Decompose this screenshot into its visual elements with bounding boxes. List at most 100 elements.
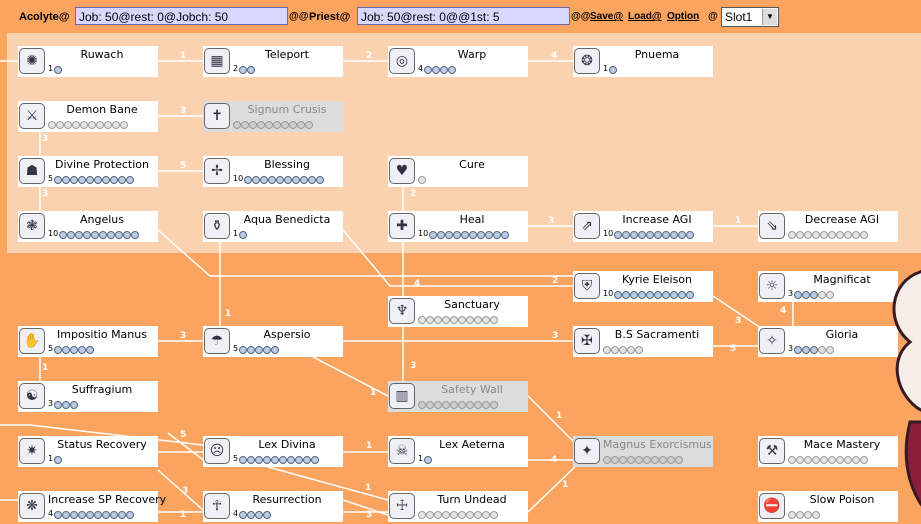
bs-sacramenti-icon: ✠: [574, 328, 600, 354]
load-link[interactable]: Load@: [628, 11, 662, 22]
skill-level-dots[interactable]: [239, 229, 247, 239]
skill-link-required-level: 1: [370, 388, 376, 398]
skill-level-dots[interactable]: [54, 174, 134, 184]
skill-signum-crusis[interactable]: ✝Signum Crusis: [203, 101, 343, 132]
skill-level-dots[interactable]: [239, 454, 319, 464]
skill-level-dots[interactable]: [239, 509, 271, 519]
skill-mace-mastery[interactable]: ⚒Mace Mastery: [758, 436, 898, 467]
skill-level-dots[interactable]: [794, 344, 834, 354]
skill-sanctuary[interactable]: ♆Sanctuary: [388, 296, 528, 327]
skill-link-line: [157, 229, 573, 277]
skill-name: Magnificat: [813, 273, 871, 286]
skill-level: 4: [233, 509, 239, 518]
skill-link-line: [712, 295, 759, 327]
skill-level-dots[interactable]: [788, 509, 820, 519]
skill-bs-sacramenti[interactable]: ✠B.S Sacramenti: [573, 326, 713, 357]
skill-decrease-agi[interactable]: ⇘Decrease AGI: [758, 211, 898, 242]
skill-level-dots[interactable]: [424, 454, 432, 464]
skill-link-required-level: 3: [42, 134, 48, 144]
divine-protection-icon: ☗: [19, 158, 45, 184]
skill-name: Suffragium: [71, 383, 133, 396]
skill-level-dots[interactable]: [233, 119, 313, 129]
top-toolbar: Acolyte@ Job: 50@rest: 0@Jobch: 50 @@ Pr…: [0, 0, 921, 34]
chevron-down-icon[interactable]: ▼: [762, 9, 777, 25]
skill-level-dots[interactable]: [418, 174, 426, 184]
skill-name: Kyrie Eleison: [621, 273, 693, 286]
skill-level-dots[interactable]: [54, 64, 62, 74]
skill-level-dots[interactable]: [609, 64, 617, 74]
skill-link-required-level: 4: [780, 306, 786, 316]
skill-level: 5: [233, 454, 239, 463]
class1-job-field[interactable]: Job: 50@rest: 0@Jobch: 50: [75, 7, 288, 25]
skill-level-dots[interactable]: [239, 344, 279, 354]
class2-job-field[interactable]: Job: 50@rest: 0@@1st: 5: [357, 7, 570, 25]
skill-level-dots[interactable]: [244, 174, 324, 184]
skill-link-required-level: 1: [180, 51, 186, 61]
skill-demon-bane[interactable]: ⚔Demon Bane: [18, 101, 158, 132]
skill-name: Cure: [459, 158, 485, 171]
skill-level-dots[interactable]: [429, 229, 509, 239]
skill-level-dots[interactable]: [603, 344, 643, 354]
resurrection-icon: ☥: [204, 493, 230, 519]
skill-level-dots[interactable]: [418, 314, 498, 324]
skill-level-dots[interactable]: [788, 229, 868, 239]
skill-level-dots[interactable]: [424, 64, 456, 74]
skill-level-dots[interactable]: [54, 509, 134, 519]
skill-level-dots[interactable]: [614, 229, 694, 239]
skill-level-dots[interactable]: [788, 454, 868, 464]
slot-select[interactable]: Slot1 ▼: [721, 7, 779, 27]
skill-level-dots[interactable]: [239, 64, 255, 74]
skill-turn-undead[interactable]: ☩Turn Undead: [388, 491, 528, 522]
save-link[interactable]: Save@: [590, 11, 624, 22]
skill-magnus-exorcismus[interactable]: ✦Magnus Exorcismus: [573, 436, 713, 467]
skill-level: 10: [48, 229, 59, 238]
skill-level-dots[interactable]: [54, 399, 78, 409]
skill-level-dots[interactable]: [54, 454, 62, 464]
skill-slow-poison[interactable]: ⛔Slow Poison: [758, 491, 898, 522]
skill-level-dots[interactable]: [54, 344, 94, 354]
skill-level-dots[interactable]: [603, 454, 683, 464]
skill-cure[interactable]: ♥Cure: [388, 156, 528, 187]
skill-level-dots[interactable]: [794, 289, 834, 299]
skill-level-dots[interactable]: [614, 289, 694, 299]
skill-level-dots[interactable]: [59, 229, 139, 239]
skill-link-required-level: 1: [735, 216, 741, 226]
aspersio-icon: ☂: [204, 328, 230, 354]
skill-level: 4: [48, 509, 54, 518]
skill-level-dots[interactable]: [418, 509, 498, 519]
option-link[interactable]: Option: [667, 11, 700, 22]
skill-name: Increase SP Recovery: [48, 493, 167, 506]
skill-name: Lex Aeterna: [439, 438, 505, 451]
skill-name: Mace Mastery: [803, 438, 881, 451]
skill-name: Lex Divina: [258, 438, 316, 451]
kyrie-eleison-icon: ⛨: [574, 273, 600, 299]
skill-link-required-level: 3: [410, 361, 416, 371]
skill-name: Aspersio: [263, 328, 311, 341]
skill-level-dots[interactable]: [48, 119, 128, 129]
skill-level-dots[interactable]: [418, 399, 498, 409]
skill-name: Blessing: [264, 158, 310, 171]
sanctuary-icon: ♆: [389, 298, 415, 324]
skill-safety-wall[interactable]: ▥Safety Wall: [388, 381, 528, 412]
